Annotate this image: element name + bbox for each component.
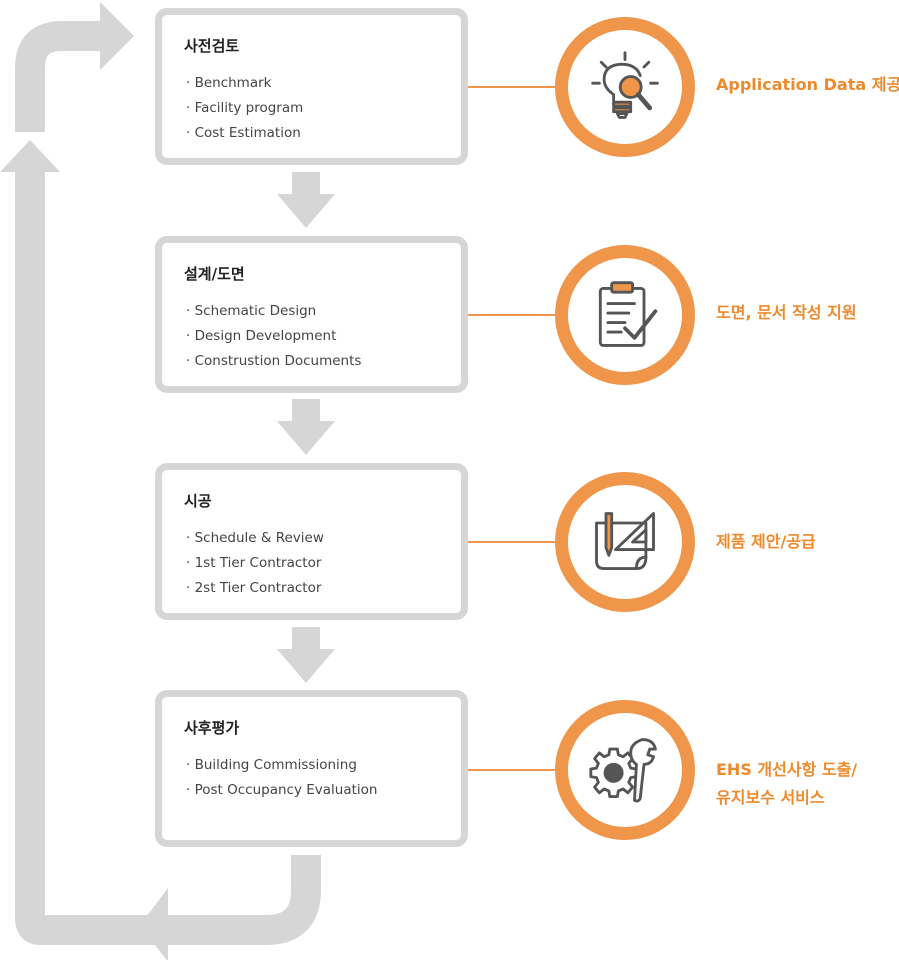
stage-item: · Benchmark bbox=[186, 75, 272, 91]
stage-item-list: · Benchmark · Facility program · Cost Es… bbox=[186, 71, 303, 146]
stage-box-construction: 시공 · Schedule & Review · 1st Tier Contra… bbox=[155, 463, 468, 620]
icon-circle bbox=[555, 472, 695, 612]
result-line: 유지보수 서비스 bbox=[716, 788, 825, 807]
down-arrow-1 bbox=[277, 172, 335, 228]
stage-item: · 2st Tier Contractor bbox=[186, 580, 322, 596]
stage-item-list: · Schematic Design · Design Development … bbox=[186, 299, 361, 374]
icon-circle bbox=[555, 700, 695, 840]
drafting-tools-icon bbox=[595, 512, 655, 571]
stage-box-pre-review: 사전검토 · Benchmark · Facility program · Co… bbox=[155, 8, 468, 165]
stage-title: 사전검토 bbox=[184, 37, 240, 55]
stage-item-list: · Schedule & Review · 1st Tier Contracto… bbox=[186, 526, 324, 601]
lightbulb-search-icon bbox=[591, 51, 659, 119]
stage-item-list: · Building Commissioning · Post Occupanc… bbox=[186, 753, 377, 803]
stage-title: 시공 bbox=[184, 492, 212, 510]
result-line: Application Data 제공 bbox=[716, 75, 899, 94]
result-label-ehs-maintenance: EHS 개선사항 도출/ 유지보수 서비스 bbox=[716, 756, 857, 812]
stage-item: · Construstion Documents bbox=[186, 353, 362, 369]
stage-box-design: 설계/도면 · Schematic Design · Design Develo… bbox=[155, 236, 468, 393]
stage-item: · Post Occupancy Evaluation bbox=[186, 782, 378, 798]
result-label-product-supply: 제품 제안/공급 bbox=[716, 528, 816, 556]
gear-wrench-icon bbox=[589, 738, 657, 803]
connector-line bbox=[468, 541, 558, 543]
stage-title: 설계/도면 bbox=[184, 265, 245, 283]
stage-item: · Facility program bbox=[186, 100, 304, 116]
stage-item: · Design Development bbox=[186, 328, 337, 344]
connector-line bbox=[468, 314, 558, 316]
connector-line bbox=[468, 86, 558, 88]
stage-item: · 1st Tier Contractor bbox=[186, 555, 322, 571]
result-line: EHS 개선사항 도출/ bbox=[716, 760, 858, 779]
result-line: 제품 제안/공급 bbox=[716, 532, 816, 551]
stage-item: · Schematic Design bbox=[186, 303, 317, 319]
result-label-drawing-support: 도면, 문서 작성 지원 bbox=[716, 299, 857, 327]
result-line: 도면, 문서 작성 지원 bbox=[716, 303, 857, 322]
icon-circle bbox=[555, 245, 695, 385]
stage-item: · Schedule & Review bbox=[186, 530, 324, 546]
result-label-application-data: Application Data 제공 bbox=[716, 71, 899, 99]
connector-line bbox=[468, 769, 558, 771]
stage-title: 사후평가 bbox=[184, 719, 240, 737]
stage-item: · Cost Estimation bbox=[186, 125, 301, 141]
down-arrow-2 bbox=[277, 399, 335, 455]
stage-box-post-evaluation: 사후평가 · Building Commissioning · Post Occ… bbox=[155, 690, 468, 847]
stage-item: · Building Commissioning bbox=[186, 757, 357, 773]
clipboard-check-icon bbox=[598, 281, 658, 347]
icon-circle bbox=[555, 17, 695, 157]
down-arrow-3 bbox=[277, 627, 335, 683]
